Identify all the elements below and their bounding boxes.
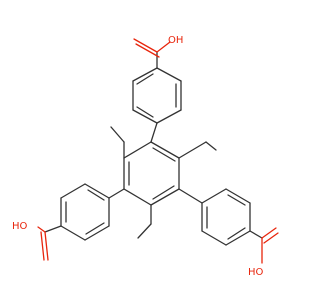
ethyl-bond bbox=[137, 223, 152, 239]
central-ring-bond bbox=[150, 141, 180, 159]
central-ring-bond bbox=[123, 141, 152, 159]
ethyl-bond bbox=[205, 141, 217, 151]
right-ho-label: HO bbox=[248, 267, 264, 278]
aryl-link-bond bbox=[150, 122, 158, 143]
carboxyl-double-bond-a bbox=[133, 38, 158, 53]
molecule-structure-diagram: OH HO HO bbox=[12, 35, 279, 278]
carboxyl-link-bond bbox=[249, 230, 263, 239]
left-ho-label: HO bbox=[12, 221, 28, 232]
central-ring-bond bbox=[150, 188, 180, 206]
aryl-ring-bond bbox=[84, 183, 110, 199]
aryl-ring-double-bond bbox=[136, 73, 154, 85]
right-aryl-ring: HO bbox=[178, 188, 279, 278]
aryl-ring-bond bbox=[156, 109, 182, 124]
aryl-ring-bond bbox=[201, 230, 227, 246]
aryl-ring-bond bbox=[132, 67, 158, 82]
aryl-ring-double-bond bbox=[227, 194, 246, 206]
central-ring bbox=[123, 141, 180, 206]
ethyl-bond bbox=[178, 141, 207, 159]
aryl-link-bond bbox=[108, 188, 125, 199]
aryl-ring-double-bond bbox=[227, 227, 246, 240]
aryl-ring-bond bbox=[132, 109, 158, 124]
aryl-ring-bond bbox=[225, 230, 251, 246]
carboxyl-double-bond-b bbox=[135, 43, 160, 58]
carboxyl-double-bond-b bbox=[40, 231, 45, 261]
central-ring-double-bond bbox=[152, 185, 175, 200]
carboxyl-oh-bond bbox=[156, 41, 171, 53]
carboxyl-double-bond-b bbox=[263, 232, 279, 244]
aryl-ring-double-bond bbox=[85, 222, 105, 235]
aryl-ring-bond bbox=[84, 225, 110, 241]
aryl-ring-bond bbox=[225, 188, 251, 204]
left-aryl-ring: HO bbox=[12, 183, 125, 261]
ethyl-groups bbox=[110, 126, 217, 239]
central-ring-bond bbox=[123, 188, 152, 206]
carboxyl-double-bond-a bbox=[44, 231, 49, 261]
aryl-ring-bond bbox=[201, 188, 227, 204]
aryl-ring-bond bbox=[60, 183, 86, 199]
aryl-ring-double-bond bbox=[136, 106, 154, 118]
ethyl-bond bbox=[110, 126, 125, 143]
aryl-ring-bond bbox=[156, 67, 182, 82]
carboxyl-link-bond bbox=[44, 225, 62, 233]
central-ring-double-bond bbox=[152, 147, 176, 162]
top-oh-label: OH bbox=[168, 35, 183, 46]
aryl-ring-double-bond bbox=[87, 189, 105, 201]
carboxyl-oh-bond bbox=[37, 226, 46, 233]
top-aryl-ring: OH bbox=[132, 35, 183, 143]
aryl-ring-bond bbox=[60, 225, 86, 241]
carboxyl-double-bond-a bbox=[261, 227, 277, 239]
aryl-link-bond bbox=[178, 188, 203, 204]
